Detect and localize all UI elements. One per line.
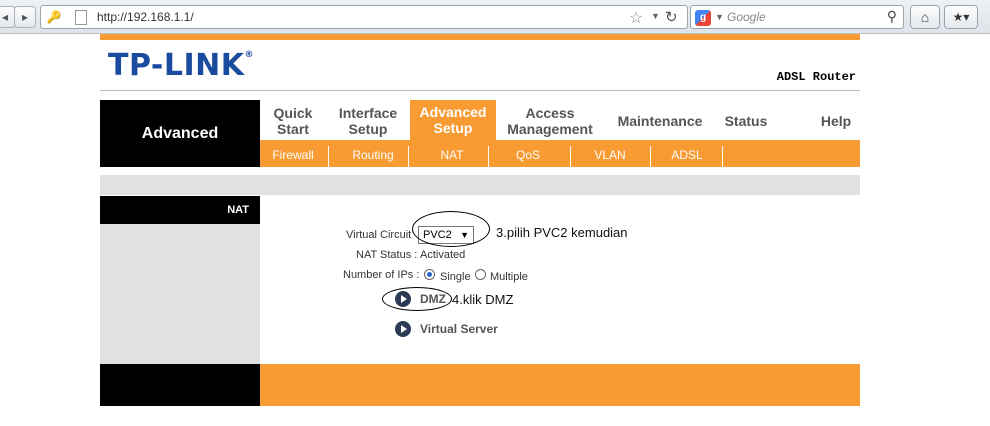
virtual-server-link[interactable]: Virtual Server [420,322,498,336]
header-divider [100,90,860,91]
menu-advanced-setup[interactable]: Advanced Setup [410,100,496,140]
home-button[interactable]: ⌂ [910,5,940,29]
submenu-bar: Firewall Routing NAT QoS VLAN ADSL [260,140,860,167]
annotation-step4: 4.klik DMZ [452,292,514,307]
menu-status[interactable]: Status [724,113,768,129]
submenu-routing[interactable]: Routing [352,148,394,162]
submenu-adsl[interactable]: ADSL [671,148,703,162]
bookmark-star-icon[interactable]: ☆ [629,10,644,27]
menu-quick-start[interactable]: Quick Start [273,105,313,137]
number-of-ips-label: Number of IPs : [343,269,420,281]
submenu-vlan[interactable]: VLAN [594,148,626,162]
virtual-circuit-label: Virtual Circuit [346,229,412,241]
nat-status-label: NAT Status : [356,249,418,261]
submenu-divider [722,146,723,167]
history-dropdown-icon[interactable]: ▼ [651,11,660,21]
product-name: ADSL Router [776,70,856,84]
menu-help[interactable]: Help [820,113,852,129]
annotation-ellipse-pvc [412,211,490,247]
submenu-divider [328,146,329,167]
menu-interface-setup[interactable]: Interface Setup [338,105,398,137]
bookmarks-button[interactable]: ★▾ [944,5,978,29]
submenu-nat[interactable]: NAT [440,148,464,162]
search-box[interactable]: g ▼ Google ⚲ [690,5,904,29]
footer-right [260,364,860,406]
annotation-step3: 3.pilih PVC2 kemudian [496,225,628,240]
reload-icon[interactable]: ↻ [665,9,678,26]
nat-status-value: Activated [420,249,466,261]
google-icon[interactable]: g [695,10,711,26]
submenu-divider [650,146,651,167]
search-icon[interactable]: ⚲ [886,8,897,24]
radio-single-label: Single [440,271,471,283]
submenu-qos[interactable]: QoS [515,148,540,162]
footer-left [100,364,260,406]
virtual-server-arrow-icon[interactable] [395,321,411,337]
tp-link-logo: TP-LINK® [108,48,255,83]
submenu-divider [488,146,489,167]
url-text[interactable]: http://192.168.1.1/ [97,10,194,24]
radio-multiple[interactable] [475,269,486,280]
submenu-divider [408,146,409,167]
radio-multiple-label: Multiple [490,271,528,283]
section-title: Advanced [100,100,260,167]
address-bar[interactable]: 🔑 http://192.168.1.1/ ☆ ▼ ↻ [40,5,688,29]
browser-toolbar: ◂ ▸ 🔑 http://192.168.1.1/ ☆ ▼ ↻ g ▼ Goog… [0,0,990,34]
annotation-ellipse-dmz [382,287,452,311]
forward-button[interactable]: ▸ [14,6,36,28]
submenu-firewall[interactable]: Firewall [272,148,314,162]
page-icon [75,10,87,25]
sidebar-label: NAT [100,196,260,224]
search-input[interactable]: Google [727,10,766,24]
site-identity-icon[interactable]: 🔑 [46,10,62,24]
content-top-strip [100,175,860,195]
left-column [100,224,260,364]
menu-access-management[interactable]: Access Management [507,105,593,137]
top-accent-strip [100,34,860,40]
search-engine-dropdown-icon[interactable]: ▼ [715,12,724,22]
submenu-divider [570,146,571,167]
radio-single[interactable] [424,269,435,280]
menu-maintenance[interactable]: Maintenance [617,113,703,129]
